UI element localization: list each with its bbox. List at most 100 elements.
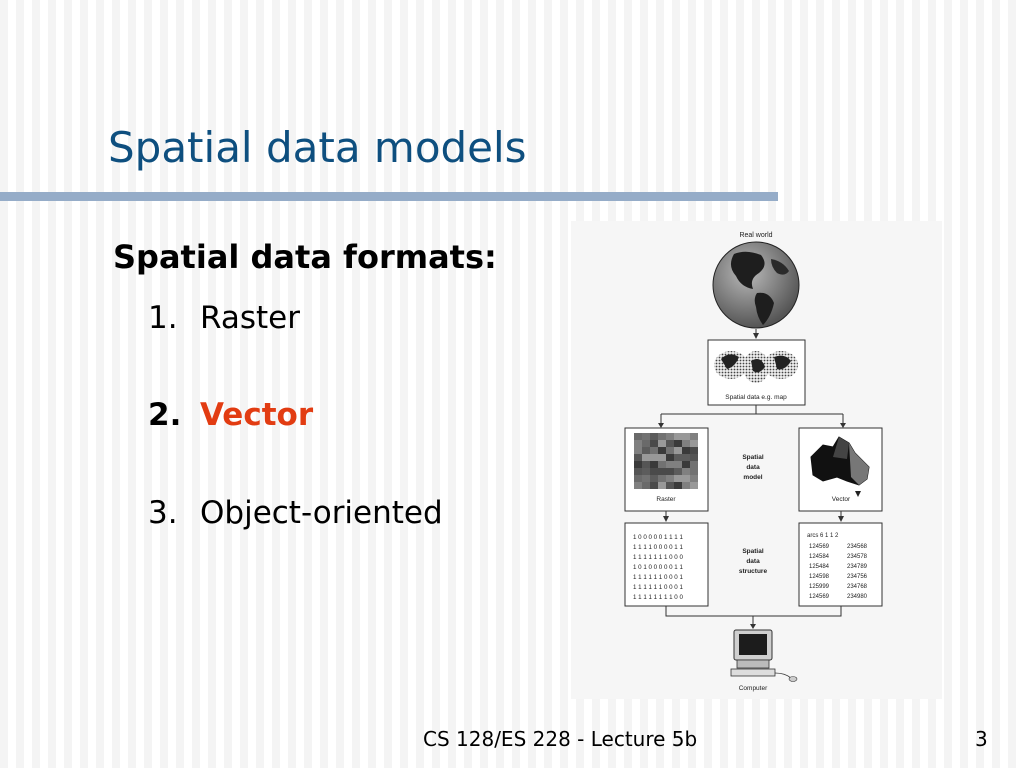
raster-cell	[634, 440, 642, 447]
list-number: 3.	[148, 495, 178, 531]
raster-cell	[658, 475, 666, 482]
section-heading: Spatial data formats:	[113, 238, 497, 276]
raster-cell	[682, 440, 690, 447]
raster-cell	[682, 468, 690, 475]
vector-cell: 234768	[847, 584, 868, 590]
list-item-object-oriented: 3. Object-oriented	[148, 495, 443, 531]
raster-cell	[666, 461, 674, 468]
raster-cell	[674, 433, 682, 440]
raster-cell	[634, 461, 642, 468]
raster-cell	[658, 454, 666, 461]
raster-cell	[666, 475, 674, 482]
vector-cell: 125999	[809, 584, 830, 590]
raster-structure-box	[624, 522, 709, 607]
model-label-3: model	[743, 474, 762, 481]
raster-cell	[658, 447, 666, 454]
vector-cell: 124569	[809, 594, 830, 600]
vector-cell: 234568	[847, 544, 868, 550]
vector-values: arcs 6 1 1 2 124569 234568 124584 234578…	[807, 533, 868, 600]
raster-cell	[658, 433, 666, 440]
raster-cell	[650, 468, 658, 475]
vector-header: arcs 6 1 1 2	[807, 533, 839, 539]
raster-cell	[642, 482, 650, 489]
vector-cell: 234756	[847, 574, 868, 580]
raster-cell	[650, 482, 658, 489]
raster-cell	[674, 461, 682, 468]
raster-row: 1 1 1 1 1 1 0 0 0 1	[633, 574, 683, 581]
raster-row: 1 0 0 0 0 0 1 1 1 1	[633, 534, 683, 541]
raster-values: 1 0 0 0 0 0 1 1 1 1 1 1 1 1 0 0 0 0 1 1 …	[633, 534, 683, 601]
title-divider	[0, 192, 778, 201]
raster-cell	[682, 475, 690, 482]
raster-grid	[634, 433, 698, 489]
raster-cell	[666, 454, 674, 461]
list-item-raster: 1. Raster	[148, 300, 300, 336]
raster-cell	[650, 440, 658, 447]
structure-label-2: data	[746, 558, 760, 565]
computer-label: Computer	[739, 685, 768, 692]
raster-cell	[642, 475, 650, 482]
raster-cell	[642, 440, 650, 447]
raster-cell	[666, 440, 674, 447]
raster-cell	[674, 468, 682, 475]
data-model-figure: Real world Spatial data e.g. map	[571, 221, 942, 699]
globe-icon	[712, 241, 800, 329]
raster-cell	[650, 447, 658, 454]
vector-cell: 234789	[847, 564, 868, 570]
raster-cell	[682, 433, 690, 440]
raster-cell	[682, 461, 690, 468]
raster-cell	[658, 461, 666, 468]
raster-label: Raster	[656, 496, 676, 503]
list-number: 1.	[148, 300, 178, 336]
raster-row: 1 1 1 1 1 1 0 0 0 1	[633, 584, 683, 591]
raster-cell	[690, 475, 698, 482]
slide-footer: CS 128/ES 228 - Lecture 5b	[423, 727, 698, 751]
raster-cell	[690, 447, 698, 454]
raster-cell	[634, 475, 642, 482]
computer-icon	[730, 629, 798, 682]
raster-cell	[634, 468, 642, 475]
spatial-map-label: Spatial data e.g. map	[725, 394, 787, 401]
list-text: Vector	[200, 397, 314, 433]
vector-cell: 234980	[847, 594, 868, 600]
raster-row: 1 1 1 1 1 1 1 0 0 0	[633, 554, 683, 561]
vector-cell: 124569	[809, 544, 830, 550]
vector-cell: 124584	[809, 554, 830, 560]
vector-cell: 125484	[809, 564, 830, 570]
raster-cell	[650, 454, 658, 461]
raster-cell	[650, 475, 658, 482]
raster-row: 1 1 1 1 1 1 1 1 0 0	[633, 594, 683, 601]
raster-cell	[642, 461, 650, 468]
vector-structure-box	[798, 522, 883, 607]
figure-diagram: Real world Spatial data e.g. map	[624, 232, 883, 692]
raster-row: 1 0 1 0 0 0 0 0 1 1	[633, 564, 683, 571]
raster-cell	[674, 454, 682, 461]
list-text: Object-oriented	[200, 495, 443, 531]
real-world-label: Real world	[739, 232, 772, 239]
list-item-vector: 2.Vector	[148, 397, 313, 433]
raster-cell	[666, 468, 674, 475]
raster-cell	[666, 447, 674, 454]
raster-cell	[634, 433, 642, 440]
slide-title: Spatial data models	[108, 123, 527, 172]
raster-cell	[634, 447, 642, 454]
vector-cell: 234578	[847, 554, 868, 560]
model-label-2: data	[746, 464, 760, 471]
raster-cell	[650, 461, 658, 468]
world-map-icon	[714, 351, 798, 383]
list-text: Raster	[200, 300, 300, 336]
australia-map-icon	[810, 436, 870, 497]
raster-cell	[658, 468, 666, 475]
raster-cell	[642, 454, 650, 461]
raster-cell	[658, 440, 666, 447]
raster-cell	[674, 440, 682, 447]
raster-row: 1 1 1 1 0 0 0 0 1 1	[633, 544, 683, 551]
vector-label: Vector	[832, 496, 851, 503]
raster-cell	[642, 468, 650, 475]
structure-label-3: structure	[739, 568, 768, 575]
page-number: 3	[975, 727, 988, 751]
raster-cell	[674, 482, 682, 489]
raster-cell	[674, 475, 682, 482]
raster-cell	[642, 433, 650, 440]
